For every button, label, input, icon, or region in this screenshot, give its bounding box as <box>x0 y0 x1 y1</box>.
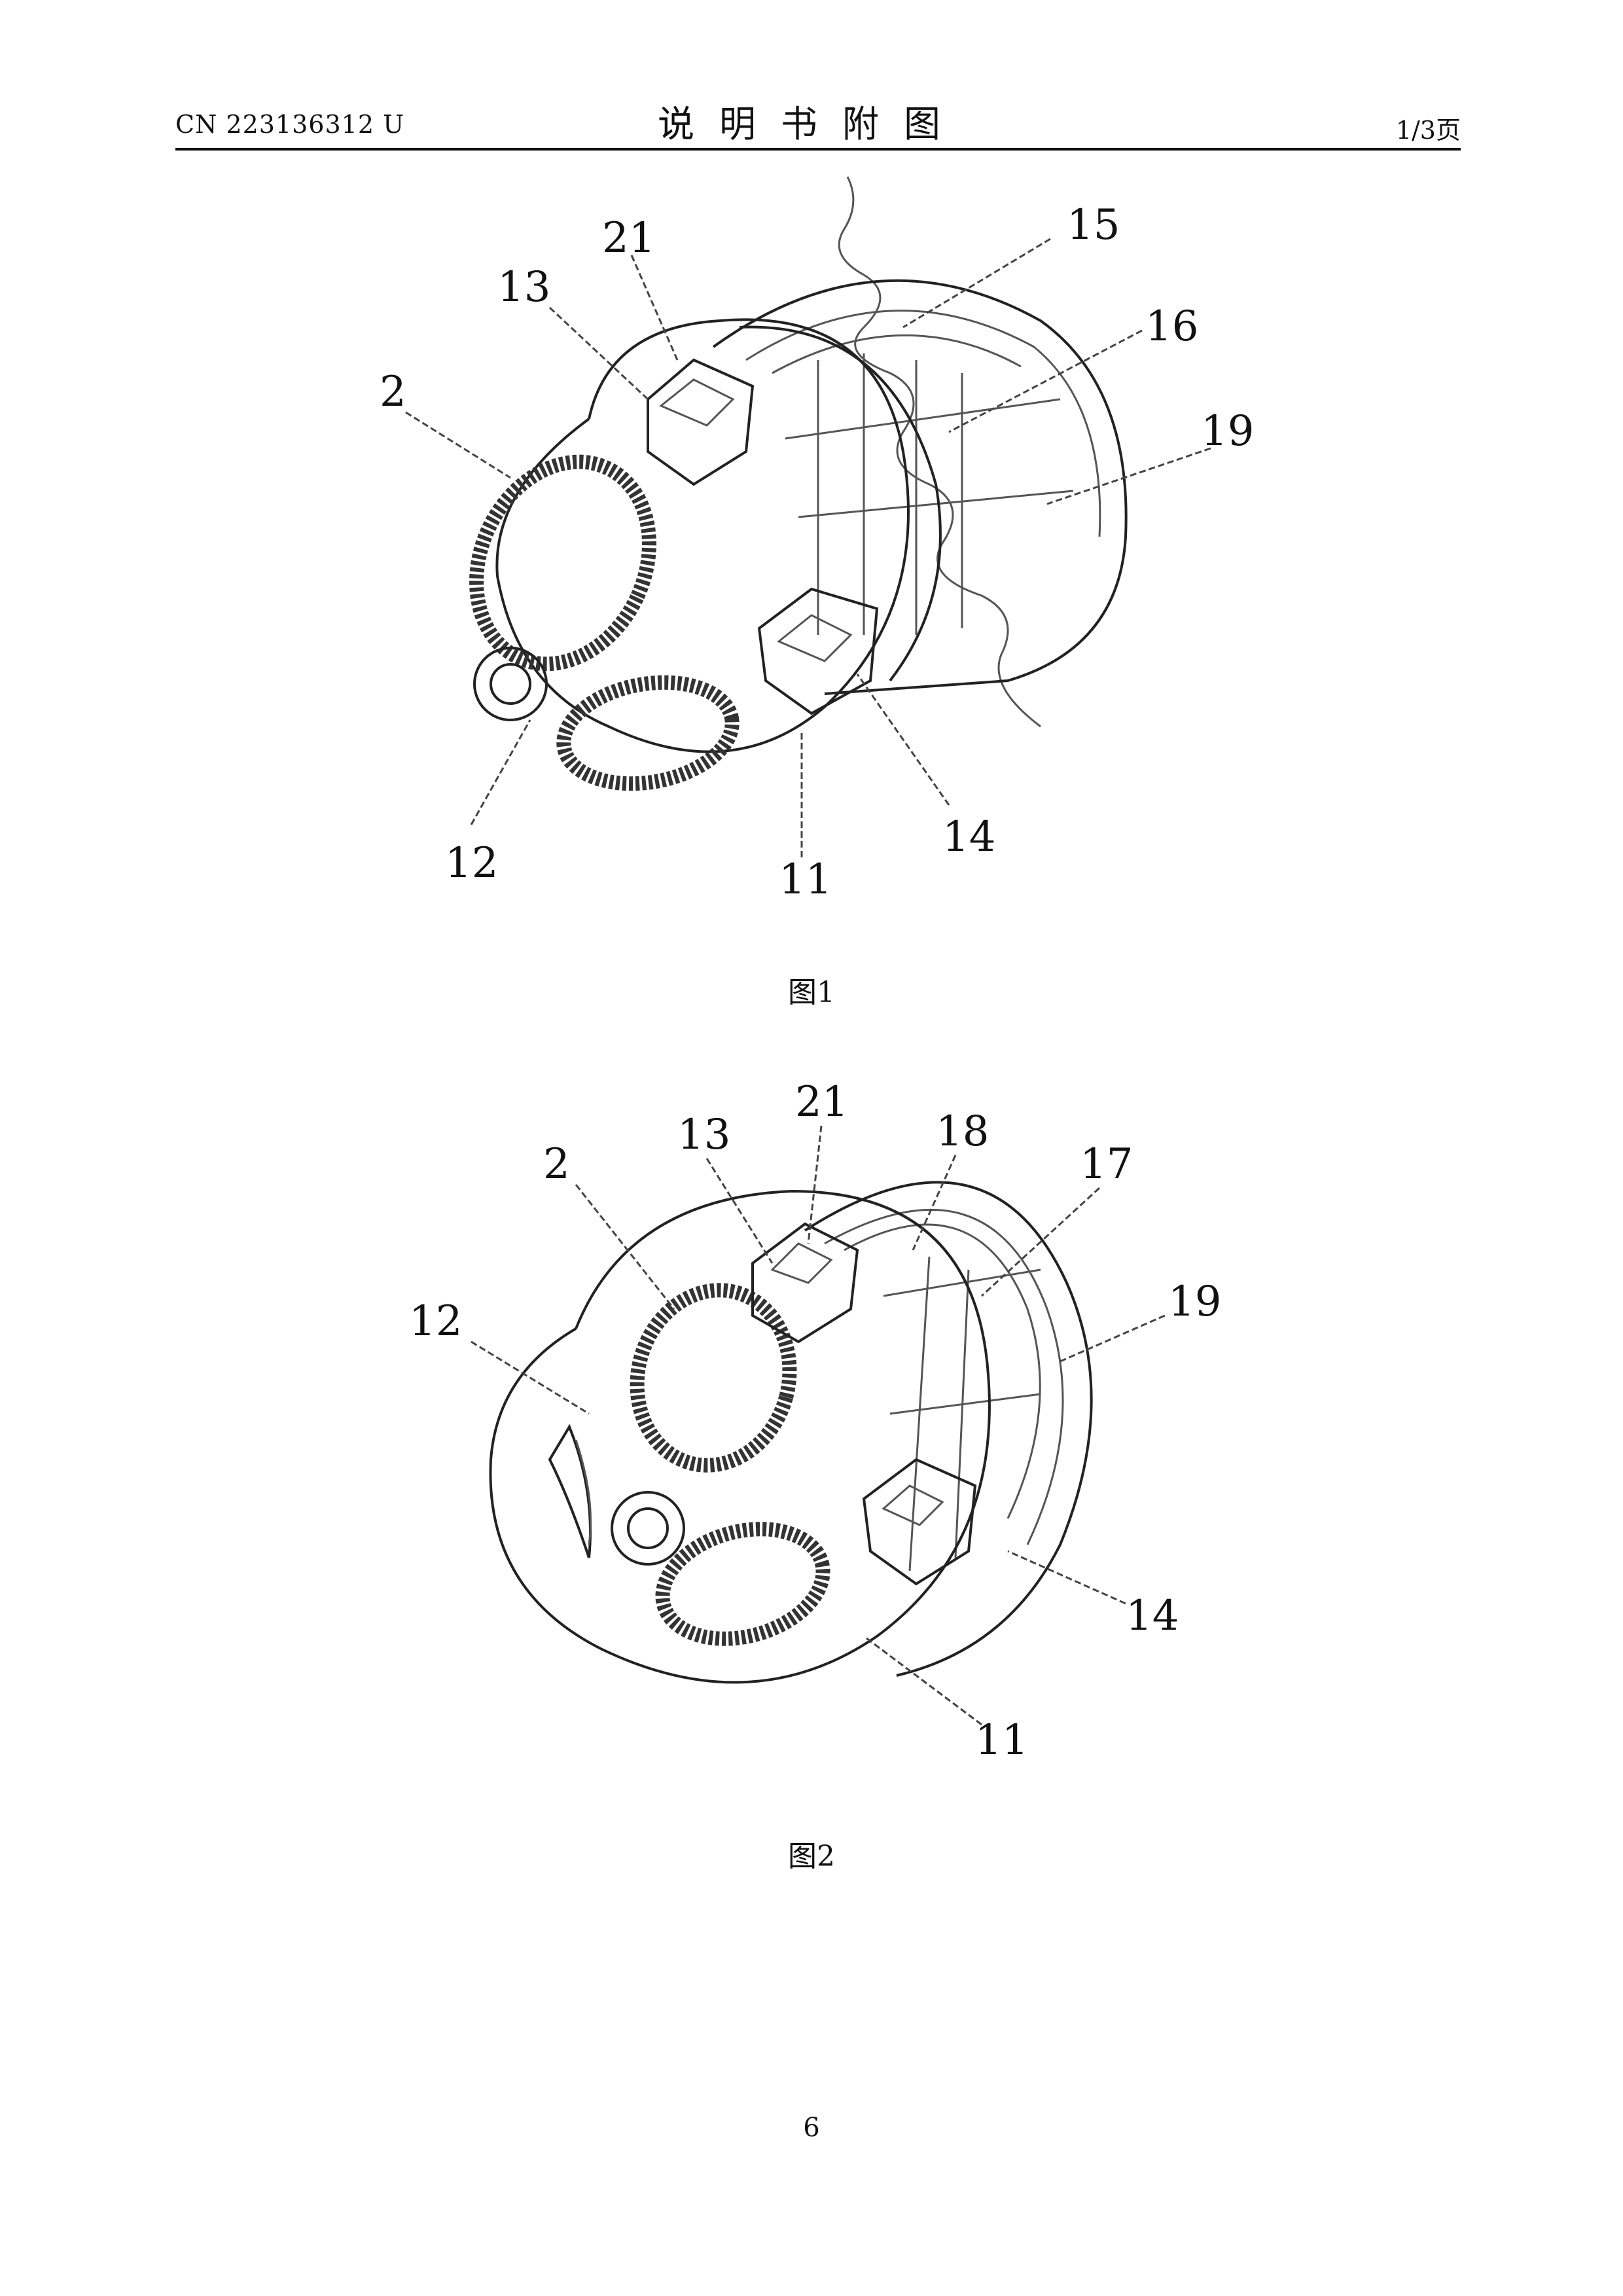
label-19: 19 <box>1168 1278 1221 1326</box>
label-13: 13 <box>497 263 550 312</box>
side-fin-12 <box>550 1427 590 1558</box>
mount-14 <box>864 1460 975 1584</box>
page-indicator: 1/3页 <box>1396 110 1461 146</box>
label-19: 19 <box>1201 407 1254 456</box>
window-lower <box>556 670 740 797</box>
patent-number: CN 223136312 U <box>175 110 404 139</box>
figure-1-drawing: 21 15 13 16 2 19 14 12 11 <box>0 164 1623 1014</box>
label-11: 11 <box>975 1716 1028 1765</box>
label-17: 17 <box>1080 1140 1133 1189</box>
label-14: 14 <box>942 813 995 861</box>
label-2: 2 <box>543 1140 570 1189</box>
label-12: 12 <box>445 839 498 888</box>
document-title: 说明书附图 <box>589 95 1034 148</box>
mount-13 <box>753 1224 857 1342</box>
window-lower <box>651 1512 836 1655</box>
figure-2: 21 13 18 2 17 12 19 14 11 <box>0 1047 1623 1800</box>
label-15: 15 <box>1067 201 1120 249</box>
label-13: 13 <box>677 1111 730 1159</box>
label-18: 18 <box>936 1107 989 1156</box>
label-11: 11 <box>779 855 832 904</box>
figure-1-caption: 图1 <box>0 969 1623 1011</box>
window-2 <box>618 1273 809 1482</box>
label-21: 21 <box>795 1078 848 1126</box>
break-line <box>839 177 1041 726</box>
page-number: 6 <box>0 2113 1623 2143</box>
label-12: 12 <box>409 1297 462 1346</box>
header-rule <box>175 148 1461 151</box>
window-2 <box>444 433 681 692</box>
lens <box>612 1492 684 1564</box>
label-21: 21 <box>602 214 655 262</box>
figure-2-drawing: 21 13 18 2 17 12 19 14 11 <box>0 1047 1623 1800</box>
figure-1: 21 15 13 16 2 19 14 12 11 <box>0 164 1623 1014</box>
label-2: 2 <box>380 368 406 416</box>
figure-2-caption: 图2 <box>0 1833 1623 1874</box>
label-14: 14 <box>1126 1592 1179 1640</box>
label-16: 16 <box>1145 302 1198 351</box>
dome-body <box>490 1191 989 1682</box>
